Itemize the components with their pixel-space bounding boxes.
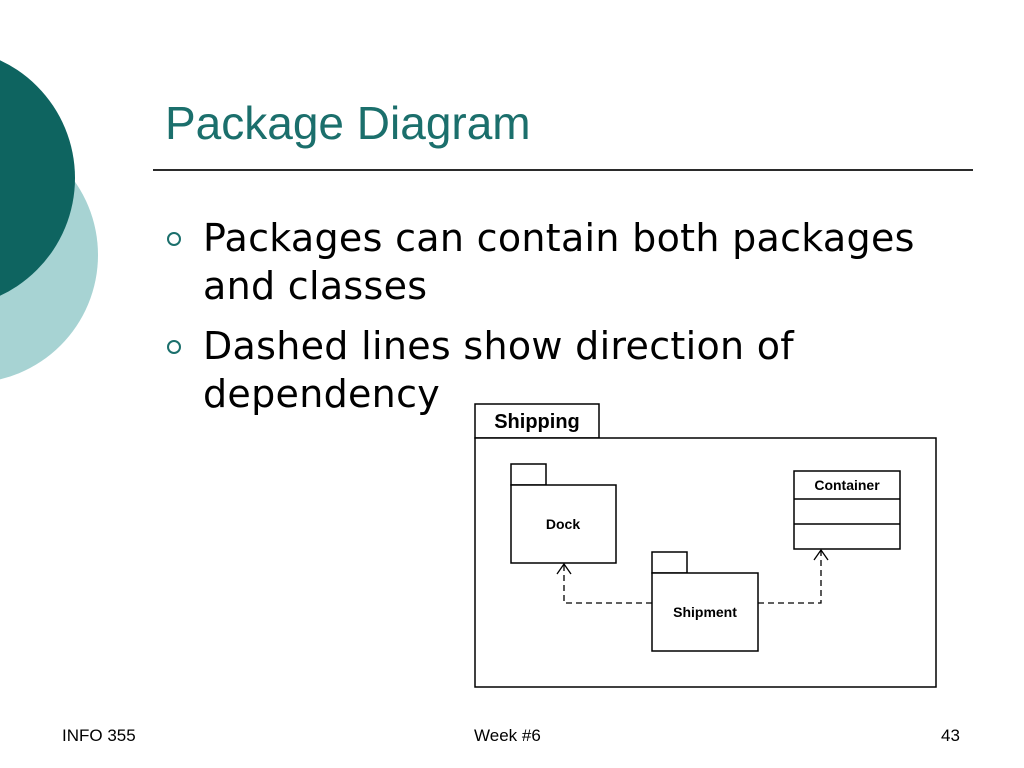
- dependency-shipment-to-container: [758, 548, 829, 604]
- slide-title: Package Diagram: [165, 97, 531, 149]
- decorative-circles: [0, 60, 98, 380]
- shipment-package-label: Shipment: [673, 604, 737, 620]
- container-class-label: Container: [814, 477, 880, 493]
- dependency-dashed-line: [758, 550, 822, 604]
- shipment-package-tab: [651, 551, 688, 574]
- bullet-text: Dashed lines show direction of dependenc…: [203, 324, 794, 416]
- dependency-dashed-line: [563, 564, 652, 604]
- dock-package-label: Dock: [546, 516, 580, 532]
- bullet-list: Packages can contain both packages and c…: [165, 214, 985, 430]
- dock-package-body: [510, 484, 617, 564]
- footer-page-number: 43: [941, 726, 960, 745]
- container-class: Container: [793, 470, 901, 550]
- dependency-arrowhead-icon: [813, 548, 829, 561]
- container-class-box: [793, 470, 901, 550]
- title-divider: [153, 169, 973, 171]
- dark-teal-circle: [0, 60, 75, 296]
- bullet-item: Dashed lines show direction of dependenc…: [165, 322, 985, 418]
- shipment-package-body: [651, 572, 759, 652]
- bullet-circle-icon: [167, 232, 181, 246]
- footer-week: Week #6: [474, 726, 541, 745]
- bullet-item: Packages can contain both packages and c…: [165, 214, 985, 310]
- dependency-arrowhead-icon: [556, 562, 572, 575]
- shipping-package-tab: [474, 403, 600, 439]
- dock-package-tab: [510, 463, 547, 486]
- dock-package: Dock: [510, 463, 617, 564]
- footer-course: INFO 355: [62, 726, 136, 745]
- dependency-shipment-to-dock: [556, 562, 652, 604]
- shipping-package-label: Shipping: [494, 411, 580, 433]
- bullet-text: Packages can contain both packages and c…: [203, 216, 915, 308]
- shipment-package: Shipment: [651, 551, 759, 652]
- bullet-circle-icon: [167, 340, 181, 354]
